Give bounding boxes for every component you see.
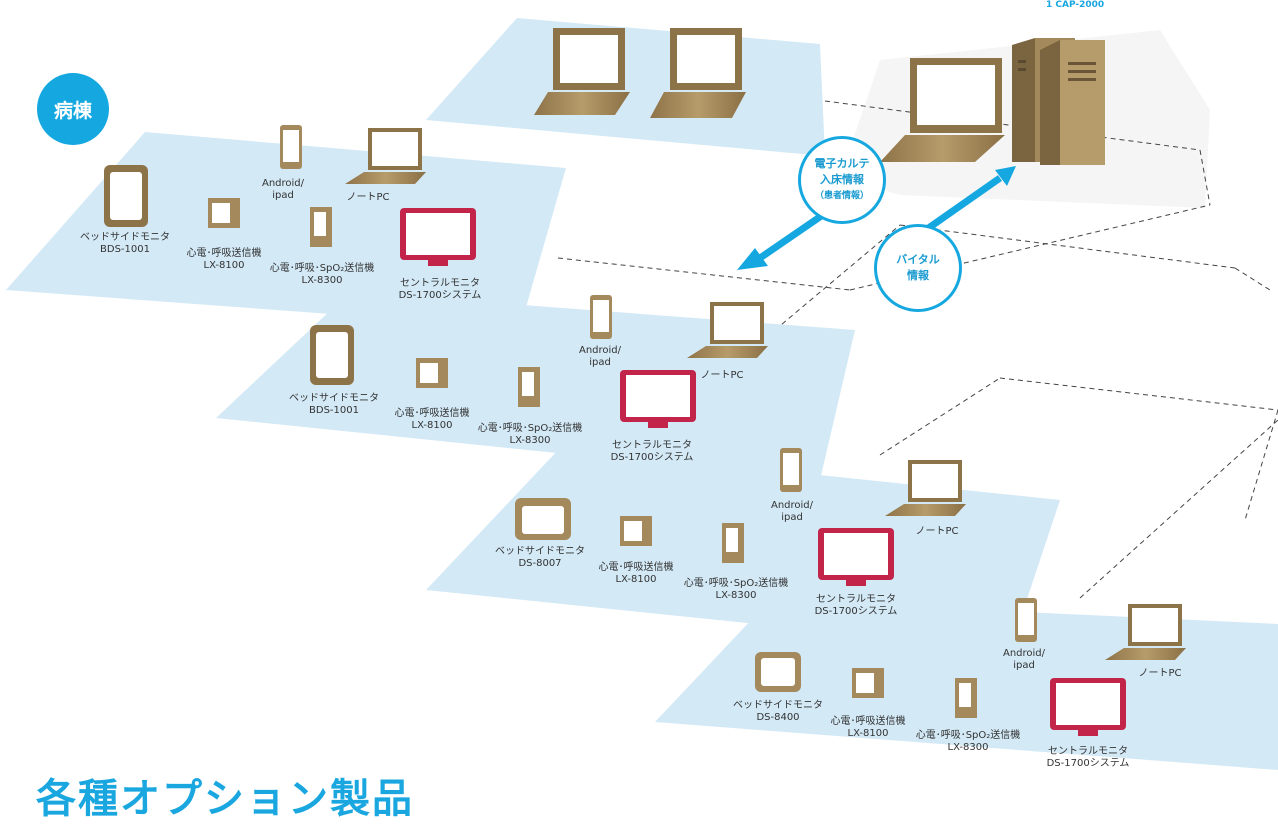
floor-2-tablet	[590, 295, 612, 339]
floor-1-lx8100	[208, 198, 240, 228]
ehr-info-bubble: 電子カルテ 入床情報 （患者情報）	[798, 136, 886, 224]
floor-4-laptop-label: ノートPC	[1138, 668, 1182, 679]
vital-line-1: バイタル	[896, 253, 940, 266]
floor-3-lx8300	[722, 523, 744, 563]
floor-4-central-monitor	[1050, 678, 1126, 736]
floor-4-lx8100	[852, 668, 884, 698]
floor-1-tablet-label: Android/ipad	[261, 178, 305, 201]
ehr-line-2: 入床情報	[820, 173, 864, 186]
floor-2-central-monitor	[620, 370, 696, 428]
floor-4-lx8300	[955, 678, 977, 718]
floor-3-tablet	[780, 448, 802, 492]
ehr-line-1: 電子カルテ	[814, 157, 870, 170]
floor-3-bedside-monitor	[515, 498, 571, 540]
floor-2-tablet-label: Android/ipad	[578, 345, 622, 368]
floor-2-lx8300	[518, 367, 540, 407]
vital-line-2: 情報	[907, 269, 929, 282]
server-towers	[1012, 38, 1105, 165]
pc-area-floor	[426, 18, 825, 156]
floor-2-lx8100	[416, 358, 448, 388]
floor-3-central-monitor	[818, 528, 894, 586]
network-diagram: 1 CAP-2000 病棟 電子カルテ 入床情報 （患者情報） バイタル 情報 …	[6, 0, 1278, 822]
ehr-line-3: （患者情報）	[814, 191, 869, 201]
floor-3-lx8100	[620, 516, 652, 546]
pc-laptop-left	[534, 28, 630, 115]
ward-badge: 病棟	[37, 73, 109, 145]
floor-1-bedside-monitor	[104, 165, 148, 227]
pc-laptop-right	[650, 28, 746, 118]
diagram-canvas	[6, 18, 1278, 770]
floor-3-tablet-label: Android/ipad	[770, 500, 814, 523]
floor-4-laptop	[1105, 604, 1186, 660]
floor-1-central-monitor	[400, 208, 476, 266]
options-heading: 各種オプション製品	[36, 776, 414, 822]
floor-1-tablet	[280, 125, 302, 169]
top-cropped-label: 1 CAP-2000	[1046, 0, 1105, 10]
floor-2-laptop-label: ノートPC	[700, 370, 744, 381]
floor-4-tablet-label: Android/ipad	[1002, 648, 1046, 671]
floor-1-laptop	[345, 128, 426, 184]
floor-2-bedside-monitor	[310, 325, 354, 385]
server-area-laptop	[880, 58, 1005, 162]
floor-1-lx8300	[310, 207, 332, 247]
floor-2-laptop	[687, 302, 768, 358]
floor-1-laptop-label: ノートPC	[346, 192, 390, 203]
floor-4-tablet	[1015, 598, 1037, 642]
floor-3-laptop-label: ノートPC	[915, 526, 959, 537]
floor-3-laptop	[885, 460, 966, 516]
vital-info-bubble: バイタル 情報	[874, 224, 962, 312]
floor-4-bedside-monitor	[755, 652, 801, 692]
